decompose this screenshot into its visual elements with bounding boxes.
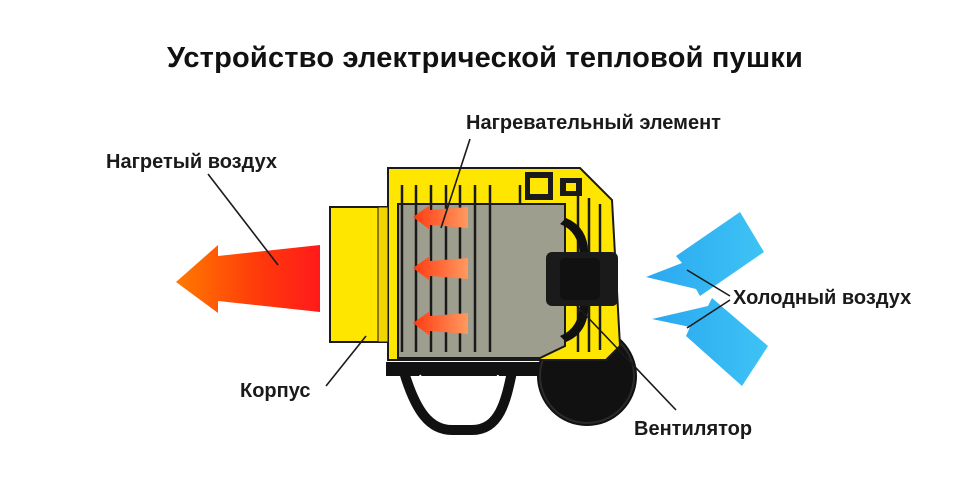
inner-hot-air-arrows [413, 205, 468, 336]
label-cold-air: Холодный воздух [733, 287, 912, 309]
cold-air-arrow-lower [652, 298, 768, 386]
label-heating-element: Нагревательный элемент [466, 112, 721, 134]
page-title: Устройство электрической тепловой пушки [166, 42, 804, 74]
hot-air-arrow [176, 245, 320, 313]
cold-air-arrow-upper [646, 212, 764, 296]
interior-chamber [397, 203, 566, 359]
control-block [525, 172, 582, 200]
label-housing: Корпус [240, 380, 311, 402]
fan [546, 218, 618, 342]
label-hot-air: Нагретый воздух [106, 151, 278, 173]
leader-lines [207, 138, 731, 411]
label-fan: Вентилятор [634, 418, 753, 440]
